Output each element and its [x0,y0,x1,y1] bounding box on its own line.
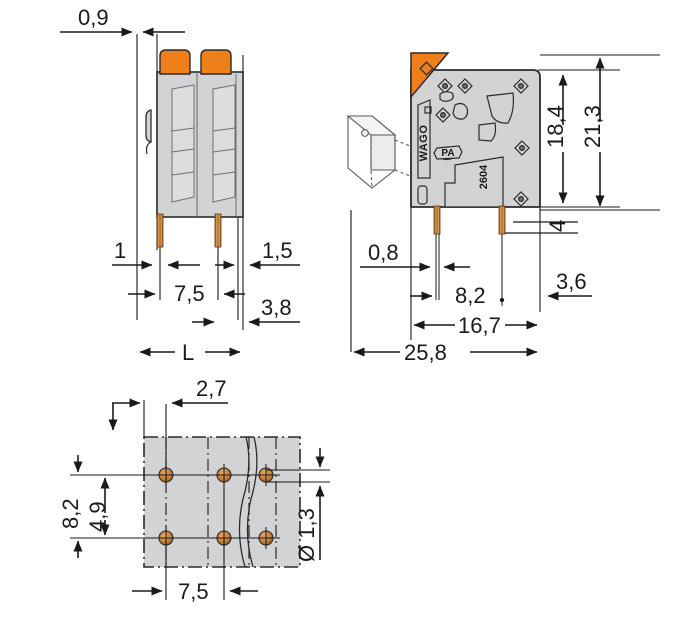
dimension-label-0-9: 0,9 [78,5,109,30]
dimension-label-21-3: 21,3 [580,105,605,148]
front-view-pins [156,213,222,300]
front-view: 0,9 1 1,5 7,5 3,8 L [60,5,300,365]
dimension-8-2-side: 8,2 [410,283,486,308]
dimension-label-25-8: 25,8 [404,340,447,365]
snap-latch [145,109,152,143]
pin-front-2 [214,213,222,248]
dimension-label-3-8: 3,8 [261,295,292,320]
dimension-label-4: 4 [545,220,570,232]
dimension-25-8: 25,8 [353,340,538,365]
dimension-7-5-bottom: 7,5 [132,579,258,604]
pin-front-1 [156,213,164,248]
brand-label: WAGO [418,125,430,162]
dimension-label-3-6: 3,6 [556,269,587,294]
material-marking: PA [433,145,463,160]
channel-right [212,84,236,203]
dimension-label-1: 1 [114,238,126,263]
mounting-flange [346,115,416,189]
dimension-label-7-5-bottom: 7,5 [178,579,209,604]
pin-side-2 [498,205,506,235]
orientation-diamond [419,61,434,76]
channel-left [171,84,195,203]
front-view-housing [145,49,244,218]
dimension-label-L: L [182,340,194,365]
dimension-2-7: 2,7 [108,376,228,431]
pcb-outline [143,436,301,568]
side-slot [417,185,428,205]
dimension-16-7: 16,7 [413,313,538,338]
bottom-view: 2,7 8,2 4,9 Ø 1,3 7,5 [58,376,330,604]
dimension-label-7-5: 7,5 [174,281,205,306]
dimension-label-0-8: 0,8 [368,240,399,265]
lever-left [159,49,191,75]
bottom-view-witness-lines [70,400,330,600]
dimension-1: 1 [112,238,200,270]
dimension-18-4: 18,4 [543,74,568,204]
lever-right [200,49,232,75]
dimension-label-diameter: Ø 1,3 [294,508,319,562]
dimension-0-9: 0,9 [60,5,185,37]
dimension-21-3: 21,3 [580,57,605,207]
side-view: WAGO PA 2604 18,4 [346,52,660,365]
dimension-4: 4 [505,220,578,234]
dimension-label-16-7: 16,7 [458,313,501,338]
pin-center-dot [499,297,505,303]
side-view-pins [433,205,506,306]
dimension-L: L [139,340,241,365]
dimension-8-2-bottom: 8,2 [58,455,83,558]
side-view-witness-lines [350,54,660,352]
orientation-marker [410,52,450,100]
dimension-label-1-5: 1,5 [262,238,293,263]
material-label: PA [441,148,454,159]
dimension-0-8: 0,8 [360,240,470,272]
series-label: 2604 [478,164,490,189]
dimension-3-8: 3,8 [192,295,300,327]
pcb-break-line [238,436,258,568]
side-view-body: WAGO PA 2604 [410,52,541,208]
dimension-1-5: 1,5 [215,238,300,270]
dimension-7-5: 7,5 [128,281,245,306]
dimension-diameter: Ø 1,3 [294,448,325,562]
pin-side-1 [433,205,441,235]
dimension-label-4-9: 4,9 [85,501,110,532]
dimension-label-2-7: 2,7 [196,376,227,401]
housing-ribs [171,127,236,176]
snap-latch-tail [145,141,152,155]
brand-logo-square [424,106,432,114]
dimension-3-6: 3,6 [547,269,592,301]
brand-plate: WAGO [417,99,432,179]
dimension-label-8-2-side: 8,2 [455,283,486,308]
dimension-label-18-4: 18,4 [543,105,568,148]
dimension-4-9: 4,9 [85,477,110,536]
dimension-label-8-2-bottom: 8,2 [58,498,83,529]
